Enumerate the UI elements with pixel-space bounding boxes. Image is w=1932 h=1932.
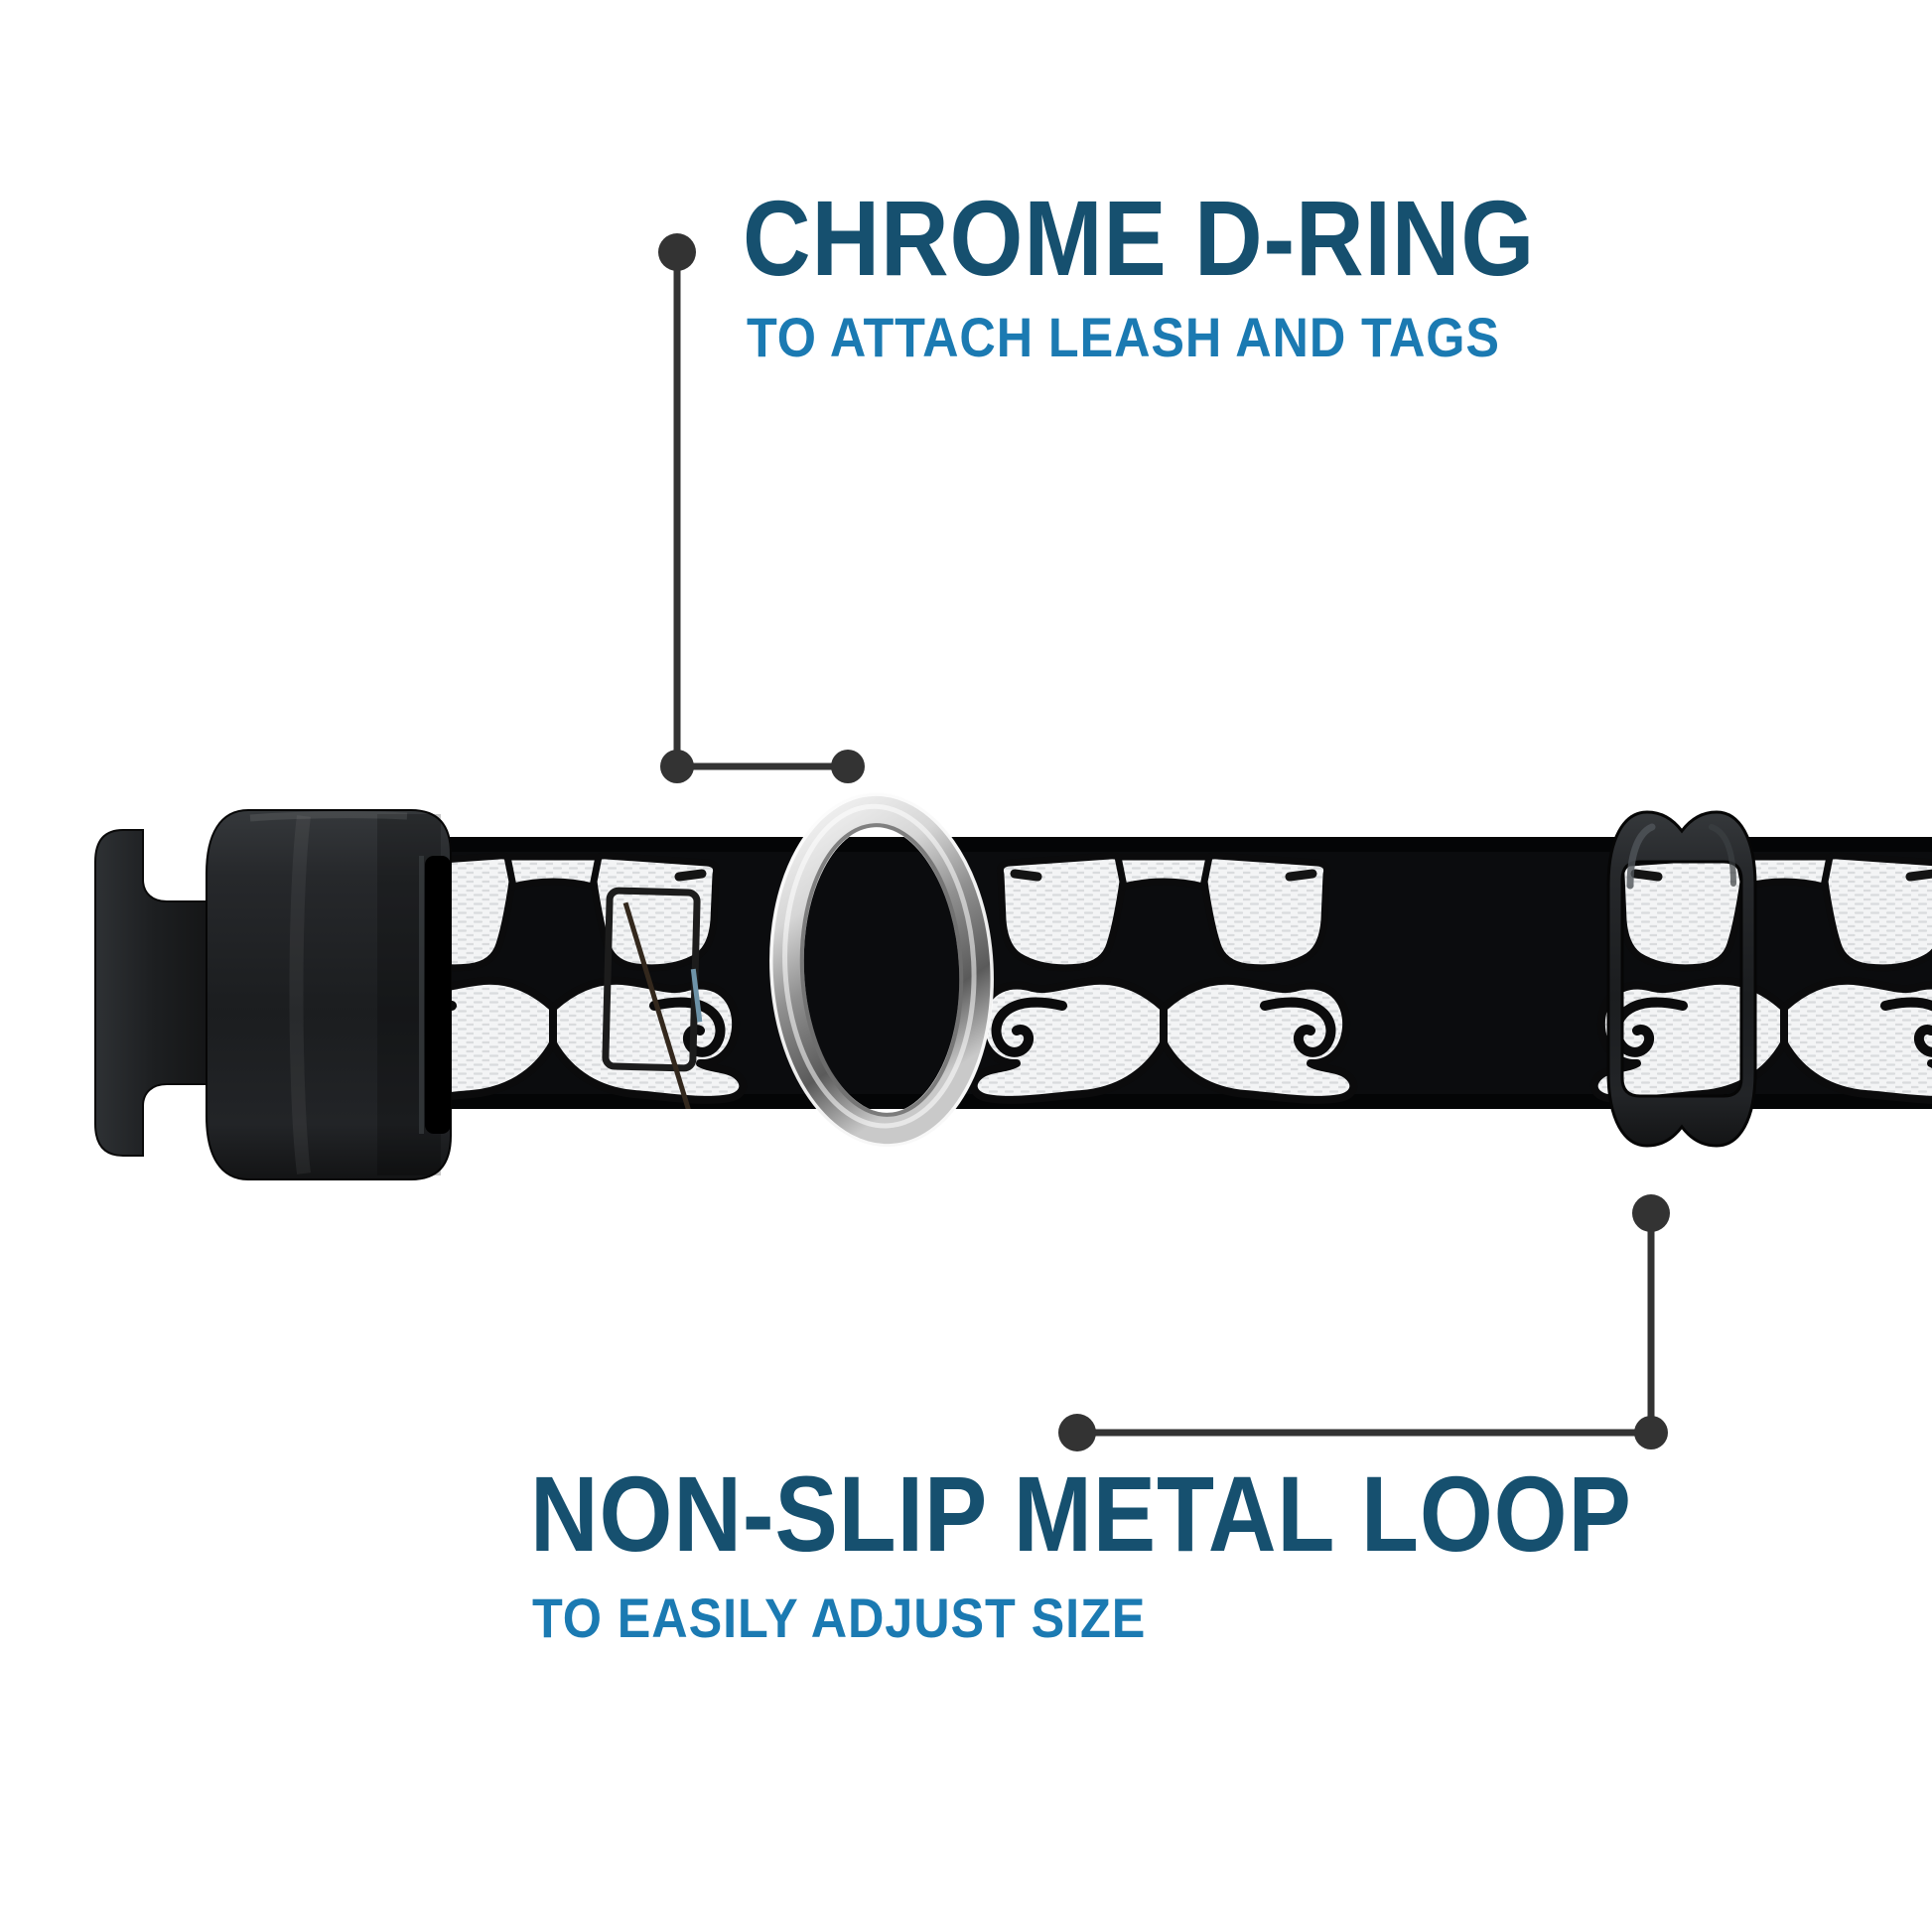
buckle-slot-rim bbox=[419, 856, 424, 1134]
callout-subtitle-metal-loop: TO EASILY ADJUST SIZE bbox=[532, 1590, 1146, 1646]
callout-title-text: NON-SLIP METAL LOOP bbox=[530, 1453, 1632, 1574]
slider-frame bbox=[1606, 810, 1757, 1148]
collar-webbing bbox=[363, 837, 1932, 1109]
callout-title-metal-loop: NON-SLIP METAL LOOP bbox=[530, 1460, 1632, 1568]
buckle-body bbox=[206, 809, 452, 1180]
d-ring-inner-seam bbox=[799, 823, 964, 1117]
buckle-left-piece bbox=[94, 829, 211, 1157]
callout-title-text: CHROME D-RING bbox=[743, 178, 1536, 298]
d-ring-shine bbox=[782, 803, 977, 1129]
leader-dot bbox=[1058, 1414, 1096, 1451]
chrome-d-ring bbox=[769, 792, 994, 1148]
leader-dot bbox=[660, 750, 694, 783]
leader-dot bbox=[658, 233, 696, 271]
callout-title-d-ring: CHROME D-RING bbox=[743, 185, 1535, 292]
callout-subtitle-d-ring: TO ATTACH LEASH AND TAGS bbox=[747, 310, 1500, 365]
callout-subtitle-text: TO ATTACH LEASH AND TAGS bbox=[747, 306, 1500, 368]
buckle bbox=[94, 809, 452, 1180]
slider-highlight-right bbox=[1709, 824, 1736, 887]
callout-subtitle-text: TO EASILY ADJUST SIZE bbox=[532, 1587, 1147, 1649]
d-ring-outer-highlight bbox=[769, 792, 994, 1148]
buckle-slot bbox=[425, 856, 451, 1134]
leader-dot bbox=[831, 750, 865, 783]
slider-highlight bbox=[1626, 823, 1656, 890]
frame-detail bbox=[602, 887, 703, 1109]
leader-dot bbox=[1634, 1416, 1668, 1449]
buckle-top-sheen bbox=[249, 811, 408, 822]
callout-leader-loop bbox=[1058, 1194, 1670, 1451]
slider-loop bbox=[1606, 810, 1757, 1148]
callout-leader-dring bbox=[658, 233, 865, 783]
webbing-bottom-edge bbox=[425, 1094, 1932, 1109]
leader-dot bbox=[1632, 1194, 1670, 1232]
buckle-seam-highlight bbox=[289, 815, 311, 1174]
